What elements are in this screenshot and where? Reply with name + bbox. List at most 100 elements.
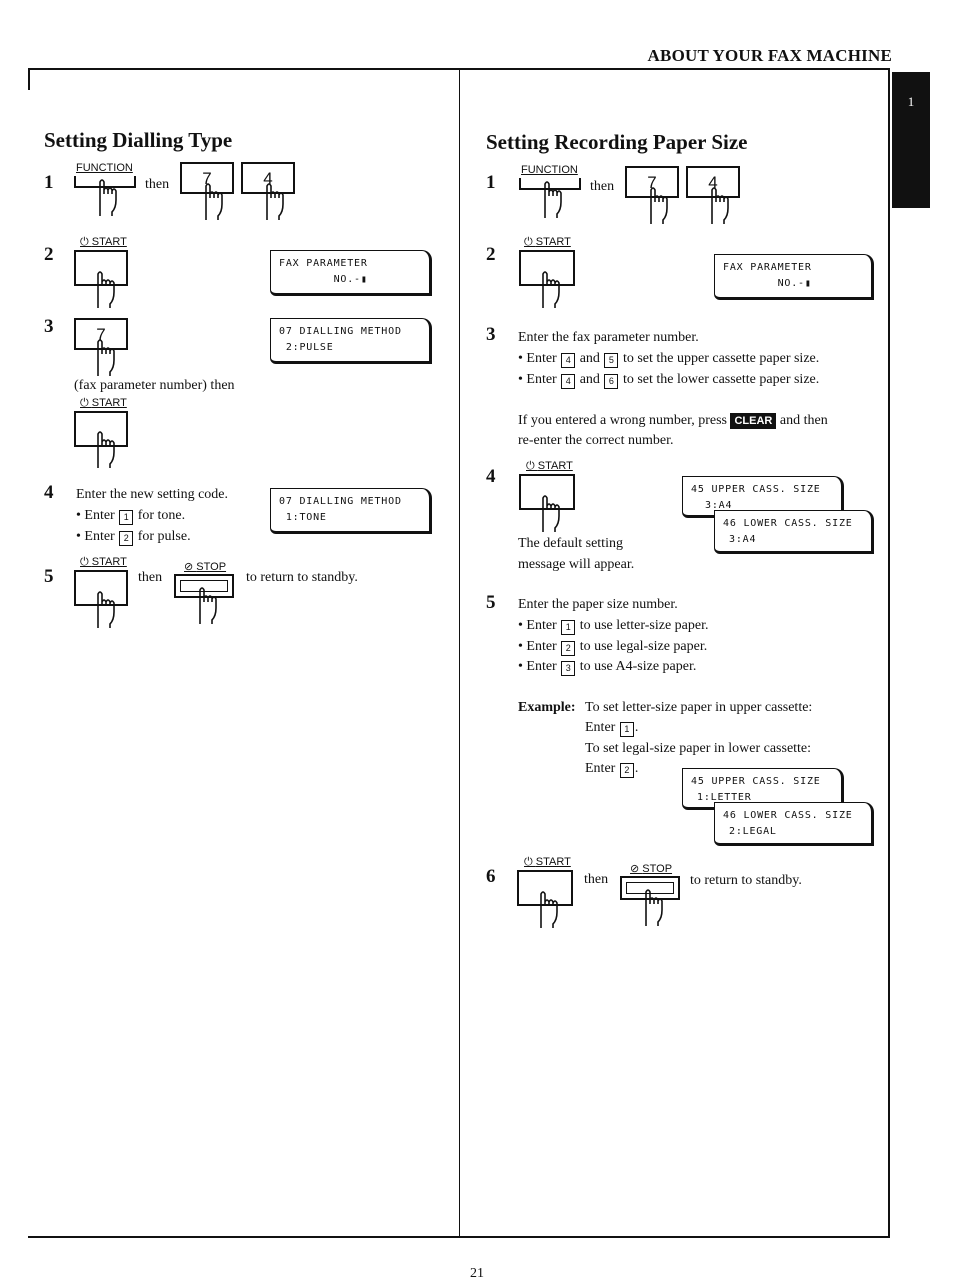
- right-step1-number: 1: [486, 172, 496, 193]
- left-section-title: Setting Dialling Type: [44, 128, 233, 152]
- right-step3-bullet2: • Enter 4 and 6 to set the lower cassett…: [518, 370, 819, 390]
- bullet-text: to use legal-size paper.: [579, 639, 708, 654]
- key-2-icon: 2: [119, 531, 134, 546]
- stop-label-text: STOP: [196, 561, 227, 573]
- hand-press-icon: [542, 271, 560, 308]
- hand-press-icon: [711, 187, 729, 224]
- function-key[interactable]: [519, 178, 581, 190]
- left-step5-text: to return to standby.: [246, 570, 358, 585]
- start-key[interactable]: [74, 570, 128, 606]
- lcd-line2: 1:LETTER: [697, 792, 752, 803]
- left-step1-then: then: [145, 177, 170, 192]
- right-step3-wrong2: re-enter the correct number.: [518, 433, 674, 448]
- bullet-text: for tone.: [137, 508, 186, 523]
- left-step3-text: (fax parameter number) then: [74, 378, 235, 393]
- lcd-line1: 07 DIALLING METHOD: [279, 326, 402, 337]
- right-step3-text: Enter the fax parameter number.: [518, 330, 699, 345]
- frame-corner: [28, 68, 30, 90]
- hand-press-icon: [650, 187, 668, 224]
- hand-press-icon: [544, 181, 562, 218]
- hand-press-icon: [645, 889, 663, 926]
- digit-key-4[interactable]: 4: [686, 166, 740, 198]
- bullet-text: and: [579, 351, 600, 366]
- start-label-text: START: [91, 236, 127, 248]
- lcd-line1: 45 UPPER CASS. SIZE: [691, 484, 821, 495]
- note-text: and then: [779, 413, 828, 428]
- right-step3-bullet1: • Enter 4 and 5 to set the upper cassett…: [518, 349, 819, 369]
- bullet-text: to set the lower cassette paper size.: [622, 372, 820, 387]
- lcd-line1: FAX PARAMETER: [279, 258, 368, 269]
- start-label-text: START: [535, 236, 571, 248]
- page-number: 21: [470, 1266, 484, 1281]
- start-key[interactable]: [74, 250, 128, 286]
- right-step5-number: 5: [486, 592, 496, 613]
- lcd-line2: NO.-▮: [723, 278, 812, 289]
- digit-key-7[interactable]: 7: [180, 162, 234, 194]
- digit-key-4[interactable]: 4: [241, 162, 295, 194]
- left-step4-number: 4: [44, 482, 54, 503]
- left-step3-number: 3: [44, 316, 54, 337]
- key-4-icon: 4: [561, 353, 576, 368]
- start-key-label: ⏻ START: [80, 397, 127, 409]
- lcd-display-lower: 46 LOWER CASS. SIZE 2:LEGAL: [714, 802, 874, 846]
- hand-press-icon: [266, 183, 284, 220]
- start-key-label: ⏻ START: [80, 556, 127, 568]
- bullet-text: for pulse.: [137, 529, 191, 544]
- right-step5-bullet3: • Enter 3 to use A4-size paper.: [518, 657, 696, 677]
- bullet-text: • Enter: [76, 508, 115, 523]
- lcd-line2: 2:LEGAL: [729, 826, 777, 837]
- key-2-icon: 2: [619, 763, 634, 778]
- key-6-icon: 6: [604, 374, 619, 389]
- right-step4-text1: The default setting: [518, 536, 623, 551]
- right-step2-number: 2: [486, 244, 496, 265]
- lcd-line1: 46 LOWER CASS. SIZE: [723, 810, 853, 821]
- example-line1: To set letter-size paper in upper casset…: [585, 700, 813, 715]
- start-key[interactable]: [74, 411, 128, 447]
- start-key-label: ⏻ START: [80, 236, 127, 248]
- note-text: If you entered a wrong number, press: [518, 413, 727, 428]
- bullet-text: to set the upper cassette paper size.: [622, 351, 820, 366]
- right-step3-number: 3: [486, 324, 496, 345]
- key-1-icon: 1: [561, 620, 576, 635]
- column-divider: [459, 68, 460, 1238]
- function-key-label: FUNCTION: [521, 164, 578, 176]
- bullet-text: • Enter: [518, 639, 557, 654]
- right-step4-number: 4: [486, 466, 496, 487]
- lcd-line2: 2:PULSE: [279, 342, 334, 353]
- function-key[interactable]: [74, 176, 136, 188]
- digit-key-7[interactable]: 7: [625, 166, 679, 198]
- bullet-text: • Enter: [518, 659, 557, 674]
- example-label: Example:: [518, 700, 576, 715]
- hand-press-icon: [97, 339, 115, 376]
- lcd-display: FAX PARAMETER NO.-▮: [714, 254, 874, 300]
- start-key-label: ⏻ START: [524, 236, 571, 248]
- right-step6-then: then: [584, 872, 609, 887]
- start-label-text: START: [91, 397, 127, 409]
- lcd-line1: FAX PARAMETER: [723, 262, 812, 273]
- bullet-text: • Enter: [518, 351, 557, 366]
- example-text: .: [634, 761, 639, 776]
- bullet-text: to use A4-size paper.: [579, 659, 697, 674]
- hand-press-icon: [199, 587, 217, 624]
- right-step5-bullet2: • Enter 2 to use legal-size paper.: [518, 637, 707, 657]
- page-header: ABOUT YOUR FAX MACHINE: [647, 46, 892, 65]
- example-text: Enter: [585, 761, 616, 776]
- clear-key-icon: CLEAR: [730, 413, 777, 429]
- lcd-line2: 1:TONE: [279, 512, 327, 523]
- right-section-title: Setting Recording Paper Size: [486, 130, 748, 154]
- lcd-display: 07 DIALLING METHOD 1:TONE: [270, 488, 432, 534]
- start-key[interactable]: [517, 870, 573, 906]
- right-step1-then: then: [590, 179, 615, 194]
- key-1-icon: 1: [119, 510, 134, 525]
- stop-label-text: STOP: [642, 863, 673, 875]
- lcd-display: 07 DIALLING METHOD 2:PULSE: [270, 318, 432, 364]
- example-line2: To set legal-size paper in lower cassett…: [585, 741, 812, 756]
- example-enter1: Enter 1.: [585, 718, 638, 738]
- bullet-text: and: [579, 372, 600, 387]
- key-5-icon: 5: [604, 353, 619, 368]
- digit-key-7[interactable]: 7: [74, 318, 128, 350]
- stop-key-label: ⊘ STOP: [630, 863, 673, 875]
- start-key-label: ⏻ START: [526, 460, 573, 472]
- right-step6-number: 6: [486, 866, 496, 887]
